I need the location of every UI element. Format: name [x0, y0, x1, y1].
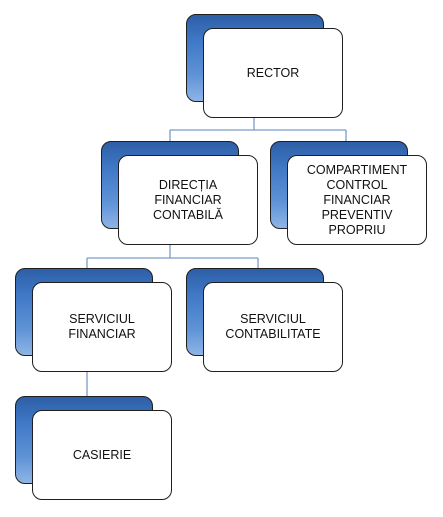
node-serviciul-financiar-box: SERVICIUL FINANCIAR: [32, 282, 172, 372]
node-directia-financiar-contabila: DIRECȚIA FINANCIAR CONTABILĂ: [101, 141, 259, 247]
node-serviciul-financiar: SERVICIUL FINANCIAR: [15, 268, 173, 374]
node-serviciul-contabilitate: SERVICIUL CONTABILITATE: [186, 268, 344, 374]
node-casierie-box: CASIERIE: [32, 410, 172, 500]
node-rector-label: RECTOR: [246, 65, 300, 80]
node-serviciul-financiar-label: SERVICIUL FINANCIAR: [68, 312, 136, 341]
node-directia-label: DIRECȚIA FINANCIAR CONTABILĂ: [153, 177, 223, 222]
node-casierie: CASIERIE: [15, 396, 173, 502]
node-rector: RECTOR: [186, 14, 344, 120]
node-casierie-label: CASIERIE: [72, 447, 132, 462]
node-directia-box: DIRECȚIA FINANCIAR CONTABILĂ: [118, 155, 258, 245]
node-compartiment-control: COMPARTIMENT CONTROL FINANCIAR PREVENTIV…: [270, 141, 428, 247]
node-serviciul-contabilitate-box: SERVICIUL CONTABILITATE: [203, 282, 343, 372]
node-serviciul-contabilitate-label: SERVICIUL CONTABILITATE: [225, 312, 321, 341]
node-compartiment-box: COMPARTIMENT CONTROL FINANCIAR PREVENTIV…: [287, 155, 427, 245]
node-compartiment-label: COMPARTIMENT CONTROL FINANCIAR PREVENTIV…: [306, 162, 408, 237]
node-rector-box: RECTOR: [203, 28, 343, 118]
